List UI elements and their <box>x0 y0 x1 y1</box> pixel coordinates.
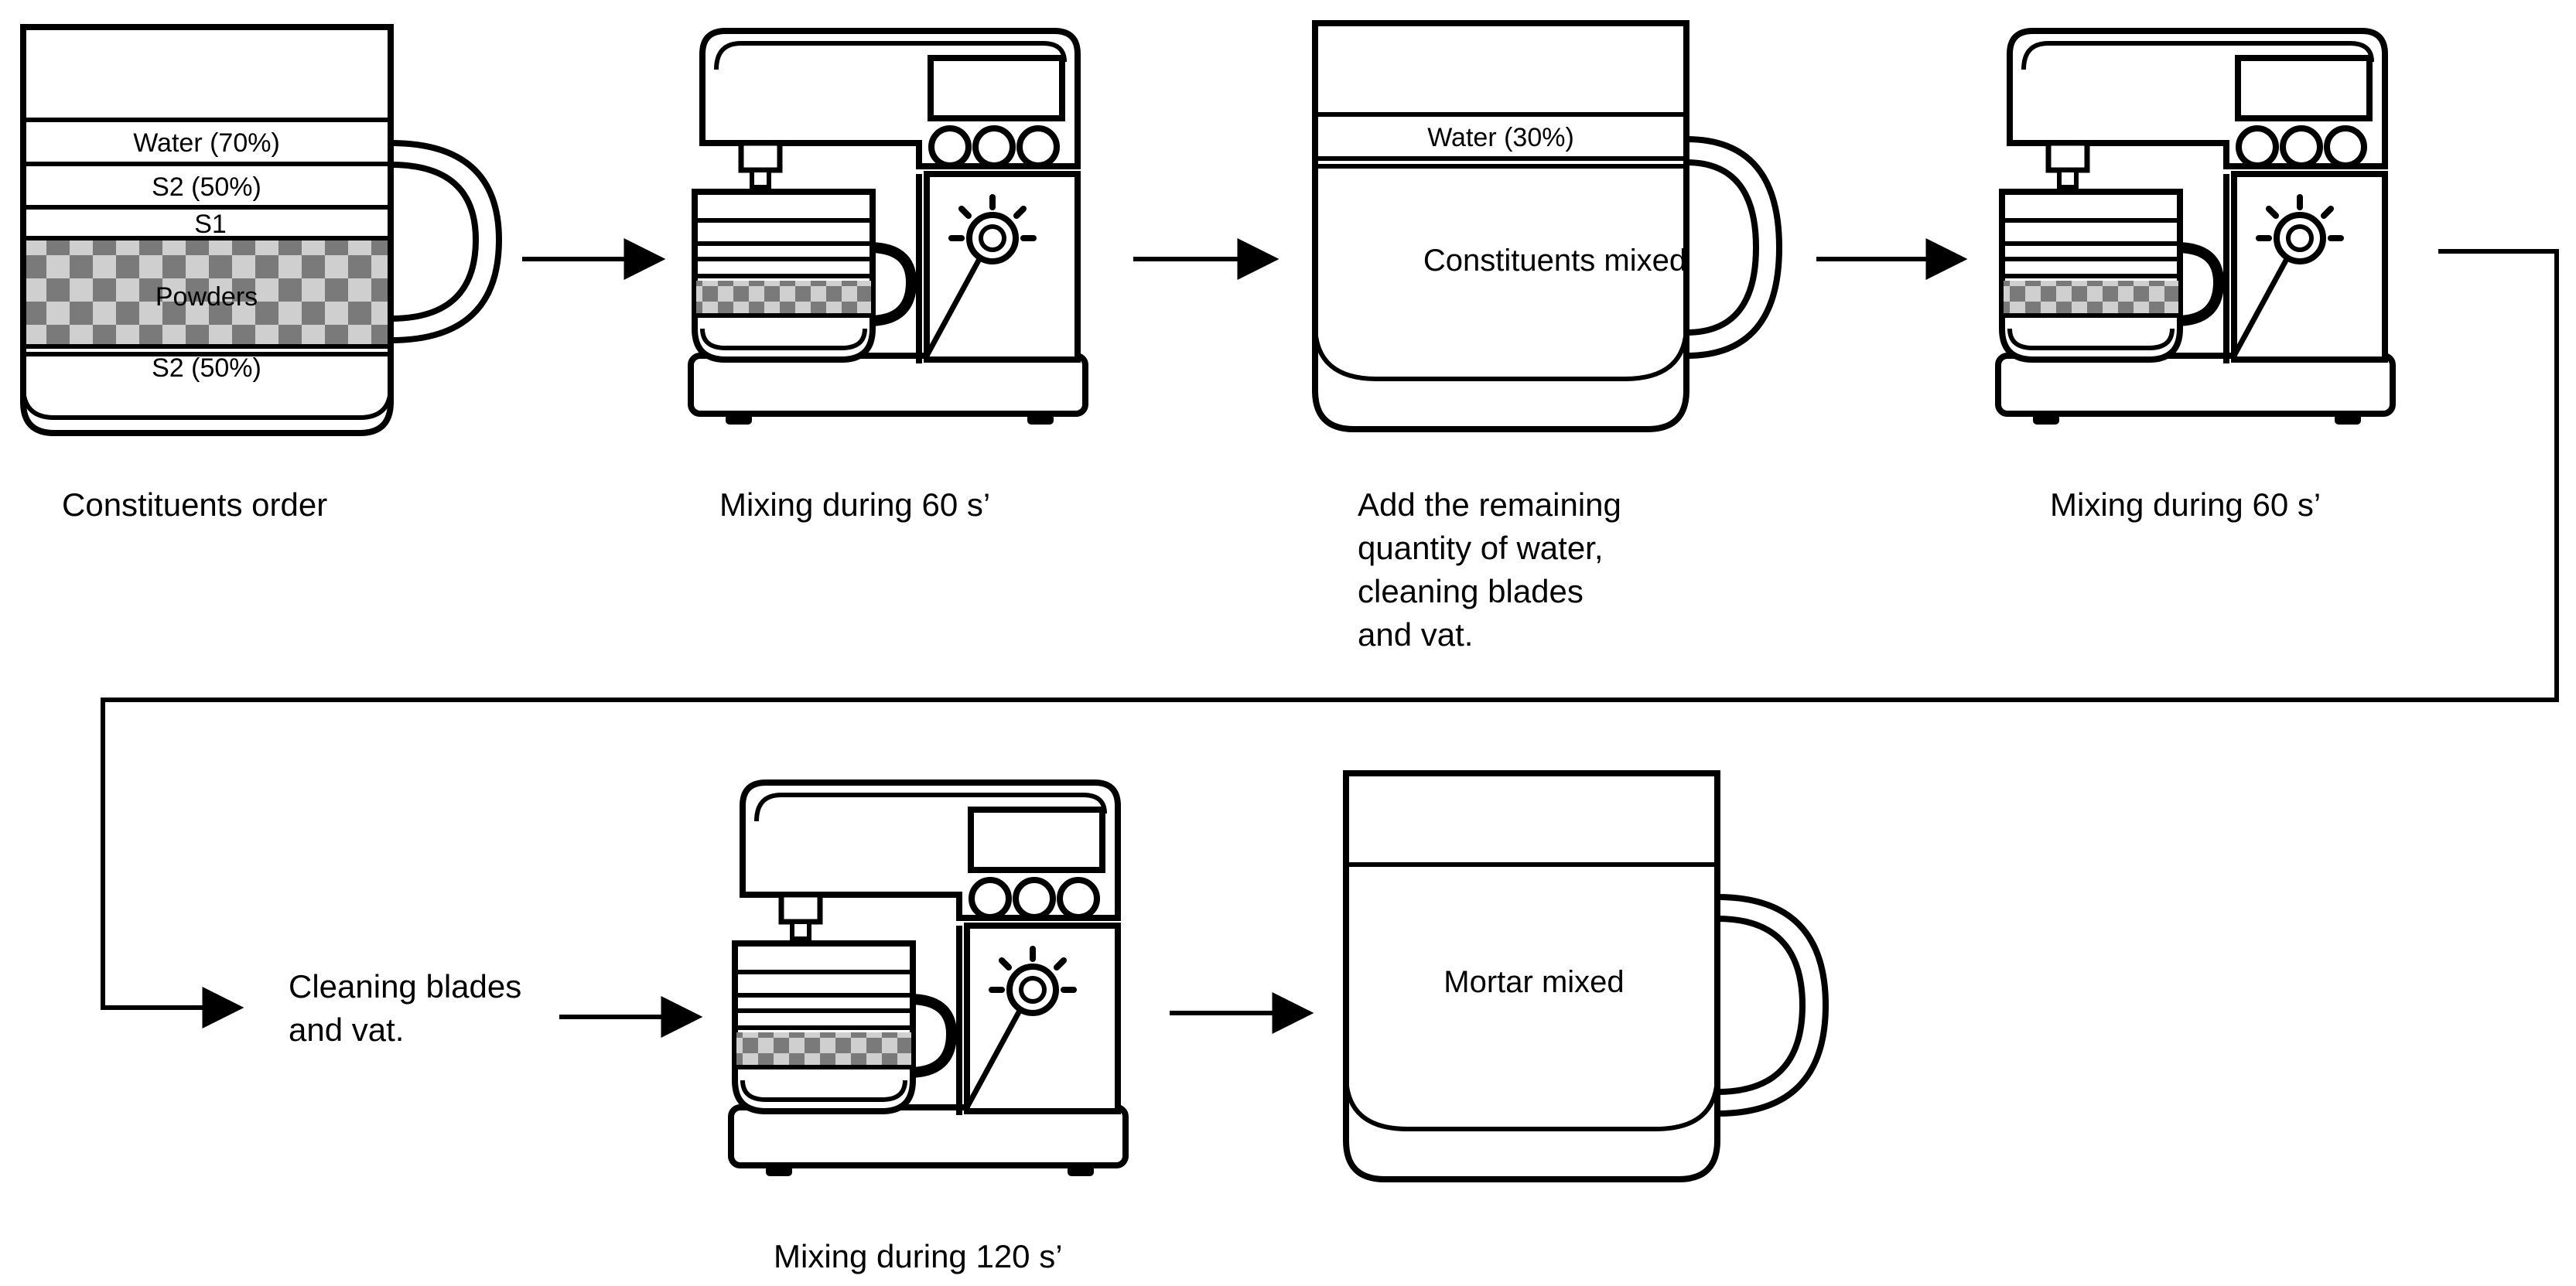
label-mortar-mixed: Mortar mixed <box>1443 965 1624 999</box>
bowl-constituents-order: Water (70%) S2 (50%) S1 Powders S2 (50%) <box>20 24 503 436</box>
layer-water-30: Water (30%) <box>1427 123 1574 152</box>
layer-powders: Powders <box>155 282 258 312</box>
caption-line: and vat. <box>289 1011 405 1048</box>
caption-line: quantity of water, <box>1358 530 1604 566</box>
caption-mixing-60s-second: Mixing during 60 s’ <box>2050 486 2321 523</box>
caption-cleaning-blades: Cleaning blades and vat. <box>289 965 521 1052</box>
mixer-icon-step2 <box>691 31 1085 425</box>
caption-line: Cleaning blades <box>289 968 522 1005</box>
caption-line: and vat. <box>1358 616 1474 653</box>
caption-line: cleaning blades <box>1358 573 1584 609</box>
label-constituents-mixed: Constituents mixed <box>1423 244 1686 278</box>
layer-s1: S1 <box>194 210 227 239</box>
caption-mixing-60s-first: Mixing during 60 s’ <box>719 486 991 523</box>
caption-line: Add the remaining <box>1358 486 1621 523</box>
layer-s2-top: S2 (50%) <box>152 172 261 202</box>
layer-water-70: Water (70%) <box>133 128 280 158</box>
connector-row1-to-row2 <box>101 249 2559 1028</box>
caption-constituents-order: Constituents order <box>62 486 328 523</box>
caption-mixing-120s: Mixing during 120 s’ <box>774 1238 1063 1274</box>
caption-add-remaining-water: Add the remaining quantity of water, cle… <box>1358 483 1621 657</box>
bowl-mortar-mixed: Mortar mixed <box>1343 770 1830 1182</box>
mixer-icon-step4 <box>1998 31 2393 425</box>
layer-s2-bottom: S2 (50%) <box>152 353 261 383</box>
bowl-water-30: Water (30%) Constituents mixed <box>1312 20 1783 432</box>
mixer-icon-step6 <box>731 783 1126 1176</box>
